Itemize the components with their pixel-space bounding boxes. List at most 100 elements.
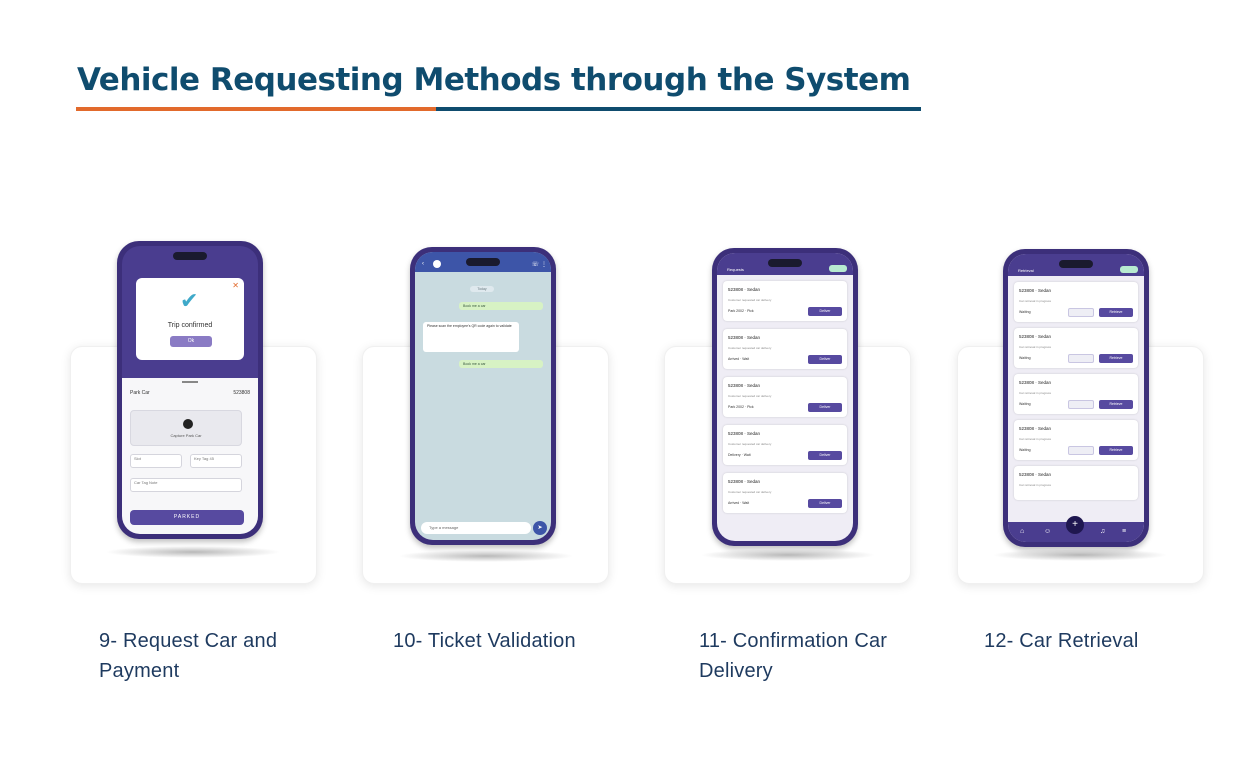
note-field[interactable]: Car Tag Note — [130, 478, 242, 492]
parked-button[interactable]: PARKED — [130, 510, 244, 525]
item-status: Arrived · Wait — [728, 501, 750, 505]
secondary-button[interactable] — [1068, 308, 1094, 317]
list-item[interactable]: 523808 · Sedan Car retrieval in progress… — [1014, 282, 1138, 322]
avatar[interactable] — [433, 260, 441, 268]
deliver-button[interactable]: Deliver — [808, 403, 842, 412]
slot-field[interactable]: Slot — [130, 454, 182, 468]
phone-shadow — [700, 549, 876, 561]
item-title: 523808 · Sedan — [728, 383, 761, 388]
header-title: Retrieval — [1018, 268, 1034, 273]
modal-title: Trip confirmed — [167, 322, 213, 329]
phone-screen: ✕ ✔ Trip confirmed Ok Park Car 523808 Ca… — [122, 246, 258, 534]
item-subtitle: Customer requested car delivery — [728, 394, 772, 398]
title-underline-accent — [76, 107, 436, 111]
deliver-button[interactable]: Deliver — [808, 355, 842, 364]
list-item[interactable]: 523808 · Sedan Customer requested car de… — [723, 281, 847, 321]
phone-screen: ‹ ☏ ⋮ Today Book me a car Please scan th… — [415, 252, 551, 540]
bell-icon[interactable]: ♫ — [1100, 528, 1106, 535]
key-tag-field[interactable]: Key Tag 45 — [190, 454, 242, 468]
deliver-button[interactable]: Deliver — [808, 307, 842, 316]
phone-notch — [768, 259, 802, 267]
item-status: Waiting — [1019, 402, 1031, 406]
capture-photo-button[interactable]: Capture Park Car — [130, 410, 242, 446]
phone-notch — [466, 258, 500, 266]
list-item[interactable]: 523808 · Sedan Car retrieval in progress… — [1014, 328, 1138, 368]
checkmark-icon: ✔ — [180, 288, 199, 313]
settings-icon[interactable]: ≡ — [1122, 528, 1127, 535]
item-title: 523808 · Sedan — [1019, 380, 1052, 385]
step-caption-9: 9- Request Car and Payment — [99, 630, 278, 682]
title-underline — [76, 107, 921, 111]
phone-step-9: ✕ ✔ Trip confirmed Ok Park Car 523808 Ca… — [117, 241, 263, 539]
retrieve-button[interactable]: Retrieve — [1099, 446, 1133, 455]
status-pill[interactable] — [1120, 266, 1138, 273]
list-item[interactable]: 523808 · Sedan Customer requested car de… — [723, 377, 847, 417]
list-item[interactable]: 523808 · Sedan Customer requested car de… — [723, 329, 847, 369]
phone-notch — [173, 252, 207, 260]
item-subtitle: Customer requested car delivery — [728, 298, 772, 302]
phone-screen: Retrieval 523808 · Sedan Car retrieval i… — [1008, 254, 1144, 542]
park-car-sheet: Park Car 523808 Capture Park Car Slot Ke… — [122, 378, 258, 534]
step-caption-10: 10- Ticket Validation — [393, 630, 576, 652]
item-status: Waiting — [1019, 356, 1031, 360]
home-icon[interactable]: ⌂ — [1020, 528, 1025, 535]
item-subtitle: Car retrieval in progress — [1019, 299, 1052, 303]
ok-button[interactable]: Ok — [170, 336, 212, 347]
date-chip: Today — [470, 286, 494, 292]
item-title: 523808 · Sedan — [1019, 288, 1052, 293]
item-subtitle: Car retrieval in progress — [1019, 391, 1052, 395]
user-icon[interactable]: ☺ — [1044, 528, 1052, 535]
header-title: Requests — [727, 267, 744, 272]
step-caption-11: 11- Confirmation Car Delivery — [699, 630, 888, 682]
deliver-button[interactable]: Deliver — [808, 451, 842, 460]
item-status: Park 2002 · Pick — [728, 309, 754, 313]
key-tag-value: 45 — [209, 456, 214, 461]
phone-step-10: ‹ ☏ ⋮ Today Book me a car Please scan th… — [410, 247, 556, 545]
item-title: 523808 · Sedan — [728, 479, 761, 484]
item-subtitle: Customer requested car delivery — [728, 346, 772, 350]
slot-label: Slot — [134, 456, 141, 461]
item-title: 523808 · Sedan — [1019, 334, 1052, 339]
phone-notch — [1059, 260, 1093, 268]
retrieve-button[interactable]: Retrieve — [1099, 354, 1133, 363]
retrieve-button[interactable]: Retrieve — [1099, 308, 1133, 317]
page-title: Vehicle Requesting Methods through the S… — [77, 62, 911, 98]
list-item[interactable]: 523808 · Sedan Car retrieval in progress… — [1014, 374, 1138, 414]
chat-message-out: Book me a car — [459, 360, 543, 368]
item-subtitle: Car retrieval in progress — [1019, 437, 1052, 441]
bottom-nav: ⌂ ☺ + ♫ ≡ — [1008, 516, 1144, 542]
more-icon[interactable]: ⋮ — [541, 262, 547, 268]
capture-label: Capture Park Car — [170, 433, 202, 438]
item-subtitle: Customer requested car delivery — [728, 442, 772, 446]
secondary-button[interactable] — [1068, 446, 1094, 455]
message-input[interactable]: Type a message — [421, 522, 531, 534]
phone-icon[interactable]: ☏ — [531, 262, 539, 268]
item-title: 523808 · Sedan — [1019, 472, 1052, 477]
sheet-title: Park Car — [130, 390, 150, 396]
item-title: 523808 · Sedan — [728, 335, 761, 340]
phone-shadow — [398, 550, 574, 562]
retrieve-button[interactable]: Retrieve — [1099, 400, 1133, 409]
add-button[interactable]: + — [1066, 516, 1084, 534]
secondary-button[interactable] — [1068, 354, 1094, 363]
item-subtitle: Car retrieval in progress — [1019, 345, 1052, 349]
deliver-button[interactable]: Deliver — [808, 499, 842, 508]
phone-step-11: Requests 523808 · Sedan Customer request… — [712, 248, 858, 546]
chat-message-in: Please scan the employee's QR code again… — [423, 322, 519, 352]
secondary-button[interactable] — [1068, 400, 1094, 409]
list-item[interactable]: 523808 · Sedan Car retrieval in progress… — [1014, 420, 1138, 460]
sheet-handle[interactable] — [182, 381, 198, 383]
item-subtitle: Customer requested car delivery — [728, 490, 772, 494]
back-icon[interactable]: ‹ — [422, 261, 424, 267]
status-pill[interactable] — [829, 265, 847, 272]
ticket-number: 523808 — [233, 390, 250, 396]
close-icon[interactable]: ✕ — [232, 281, 239, 290]
note-label: Car Tag Note — [134, 480, 158, 485]
send-button[interactable]: ➤ — [533, 521, 547, 535]
list-item[interactable]: 523808 · Sedan Car retrieval in progress — [1014, 466, 1138, 500]
list-item[interactable]: 523808 · Sedan Customer requested car de… — [723, 473, 847, 513]
item-status: Waiting — [1019, 310, 1031, 314]
list-item[interactable]: 523808 · Sedan Customer requested car de… — [723, 425, 847, 465]
item-status: Park 2002 · Pick — [728, 405, 754, 409]
item-title: 523808 · Sedan — [728, 431, 761, 436]
